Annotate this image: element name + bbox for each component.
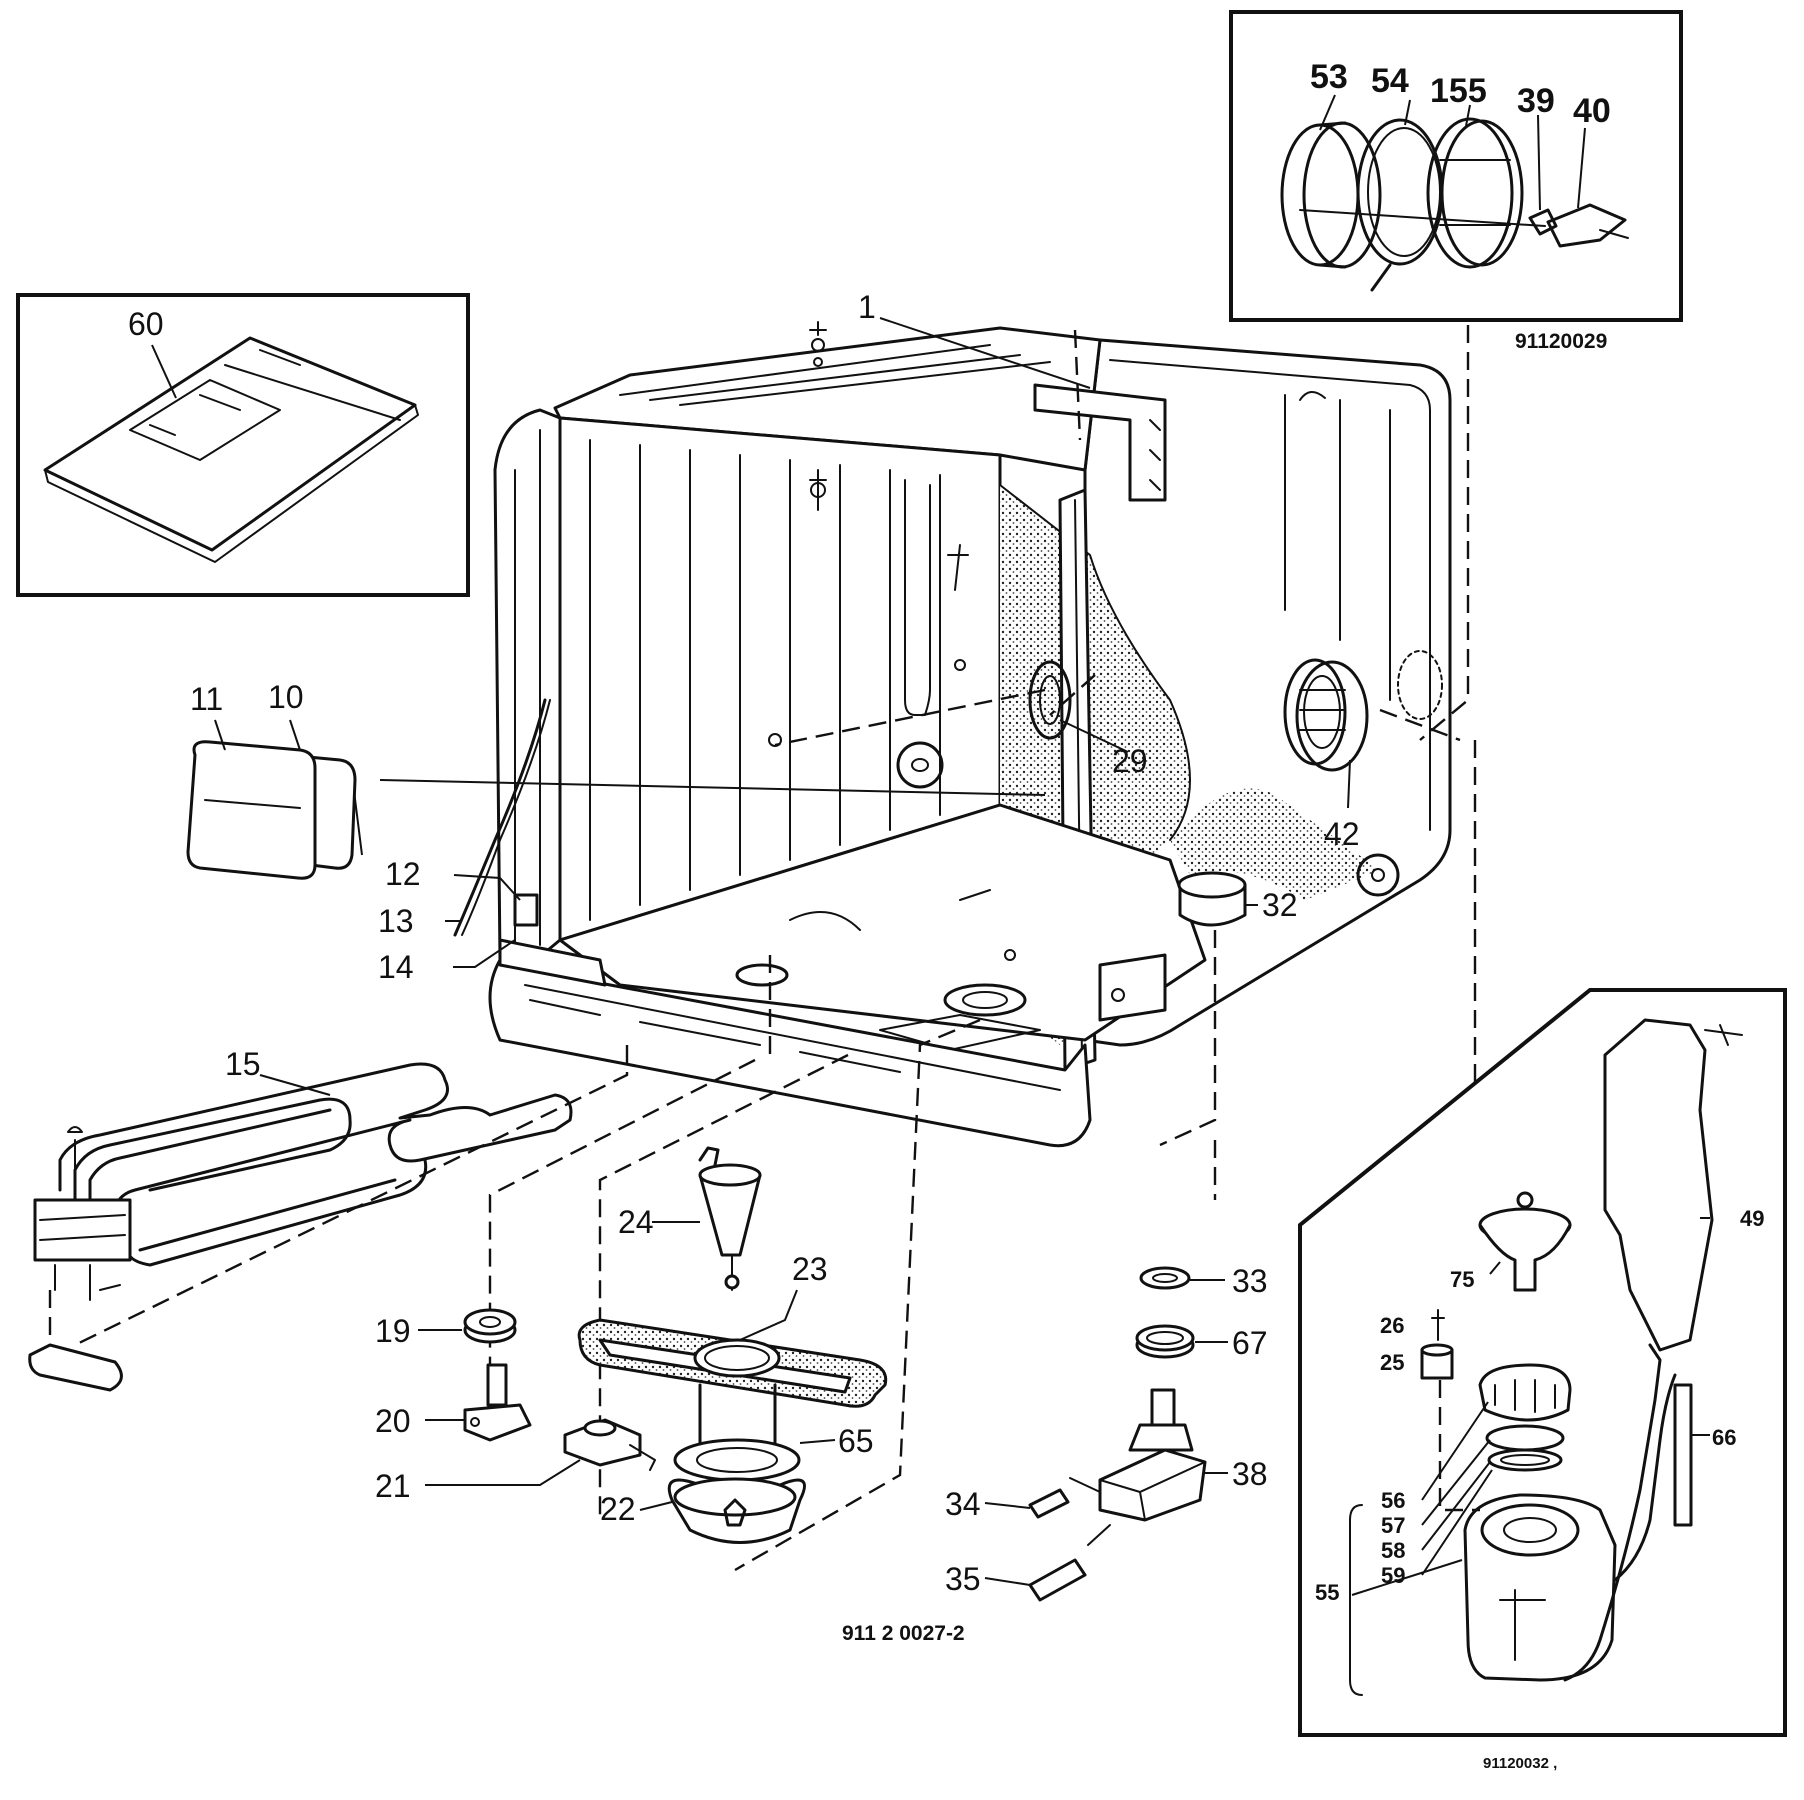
label-38: 38 bbox=[1232, 1456, 1268, 1492]
label-56: 56 bbox=[1381, 1488, 1405, 1513]
micro-filter-24 bbox=[698, 1146, 762, 1291]
label-19: 19 bbox=[375, 1313, 411, 1349]
panel-49 bbox=[1603, 1018, 1743, 1352]
part-20 bbox=[463, 1363, 532, 1442]
panel-parts-10-11: 11 10 bbox=[186, 679, 357, 880]
label-55: 55 bbox=[1315, 1580, 1339, 1605]
label-53: 53 bbox=[1310, 58, 1348, 96]
label-13: 13 bbox=[378, 903, 414, 939]
label-15: 15 bbox=[225, 1046, 261, 1082]
label-22: 22 bbox=[600, 1491, 636, 1527]
label-155: 155 bbox=[1430, 72, 1487, 110]
sensor-35 bbox=[1028, 1558, 1087, 1602]
washer-33 bbox=[1139, 1266, 1191, 1290]
label-29: 29 bbox=[1112, 743, 1148, 779]
sump-22 bbox=[667, 1477, 806, 1544]
label-21: 21 bbox=[375, 1468, 411, 1504]
label-57: 57 bbox=[1381, 1513, 1405, 1538]
dishwasher-tub bbox=[453, 321, 1452, 1148]
label-23: 23 bbox=[792, 1251, 828, 1287]
label-75: 75 bbox=[1450, 1267, 1474, 1292]
label-11: 11 bbox=[190, 681, 223, 717]
label-14: 14 bbox=[378, 949, 414, 985]
flat-filter-23 bbox=[577, 1318, 888, 1408]
part-19 bbox=[463, 1308, 517, 1344]
label-42: 42 bbox=[1324, 816, 1360, 852]
label-59: 59 bbox=[1381, 1563, 1405, 1588]
pressure-switch-38 bbox=[1069, 1388, 1207, 1546]
tub-bottom-rail bbox=[488, 958, 1092, 1148]
screw-26 bbox=[1431, 1309, 1445, 1341]
label-67: 67 bbox=[1232, 1325, 1268, 1361]
label-35: 35 bbox=[945, 1561, 981, 1597]
label-32: 32 bbox=[1262, 887, 1298, 923]
main-labels: 1 12 13 14 29 32 42 911 2 0027-2 bbox=[378, 289, 1360, 1645]
clip-part-39 bbox=[1528, 208, 1558, 236]
label-65: 65 bbox=[838, 1423, 874, 1459]
label-40: 40 bbox=[1573, 92, 1611, 130]
manual-inset: 60 bbox=[16, 293, 470, 597]
tub-front-left-post bbox=[493, 408, 562, 967]
label-10: 10 bbox=[268, 679, 304, 715]
gasket-67 bbox=[1135, 1324, 1195, 1359]
label-33: 33 bbox=[1232, 1263, 1268, 1299]
label-54: 54 bbox=[1371, 62, 1409, 100]
door-seal-drawing-number: 91120029 bbox=[1515, 330, 1607, 353]
label-1: 1 bbox=[858, 289, 876, 325]
label-58: 58 bbox=[1381, 1538, 1405, 1563]
nut-part-155 bbox=[1426, 117, 1524, 269]
inlet-port-29 bbox=[1028, 660, 1072, 740]
tube-66 bbox=[1673, 1383, 1693, 1527]
label-26: 26 bbox=[1380, 1313, 1404, 1338]
level-switch-parts: 33 67 38 34 35 bbox=[945, 1263, 1268, 1602]
label-66: 66 bbox=[1712, 1425, 1736, 1450]
air-break-32 bbox=[1177, 871, 1247, 927]
label-12: 12 bbox=[385, 856, 421, 892]
filter-assembly: 24 23 65 22 bbox=[577, 1146, 888, 1544]
filter-cylinder-65 bbox=[673, 1383, 801, 1482]
label-49: 49 bbox=[1740, 1206, 1764, 1231]
main-drawing-number: 911 2 0027-2 bbox=[842, 1622, 965, 1645]
lid-56 bbox=[1478, 1363, 1572, 1422]
softener-inset: 49 75 26 25 66 56 57 58 59 55 91120032 , bbox=[1298, 988, 1787, 1772]
cap-25 bbox=[1420, 1343, 1454, 1380]
door-seal-inset-frame bbox=[1229, 10, 1683, 322]
label-24: 24 bbox=[618, 1204, 654, 1240]
label-39: 39 bbox=[1517, 82, 1555, 120]
ring-58 bbox=[1487, 1448, 1563, 1472]
softener-container-55 bbox=[1463, 1373, 1677, 1682]
label-20: 20 bbox=[375, 1403, 411, 1439]
funnel-75 bbox=[1478, 1191, 1572, 1292]
tub-floor bbox=[558, 803, 1207, 1042]
softener-drawing-number: 91120032 , bbox=[1483, 1755, 1557, 1772]
drain-hose-13 bbox=[453, 698, 547, 937]
clip-part-40 bbox=[1546, 203, 1629, 248]
label-34: 34 bbox=[945, 1486, 981, 1522]
label-60: 60 bbox=[128, 306, 164, 342]
side-seal-42 bbox=[1283, 658, 1369, 772]
heating-element-15: 15 bbox=[28, 1046, 573, 1392]
manual-inset-frame bbox=[16, 293, 470, 597]
label-25: 25 bbox=[1380, 1350, 1404, 1375]
part-11 bbox=[186, 740, 317, 880]
part-21 bbox=[563, 1418, 656, 1471]
door-seal-inset: 53 54 155 39 40 91120029 bbox=[1229, 10, 1683, 353]
sensor-34 bbox=[1028, 1488, 1070, 1519]
pump-small-parts: 19 20 21 bbox=[375, 1308, 656, 1504]
ring-57 bbox=[1485, 1424, 1565, 1452]
